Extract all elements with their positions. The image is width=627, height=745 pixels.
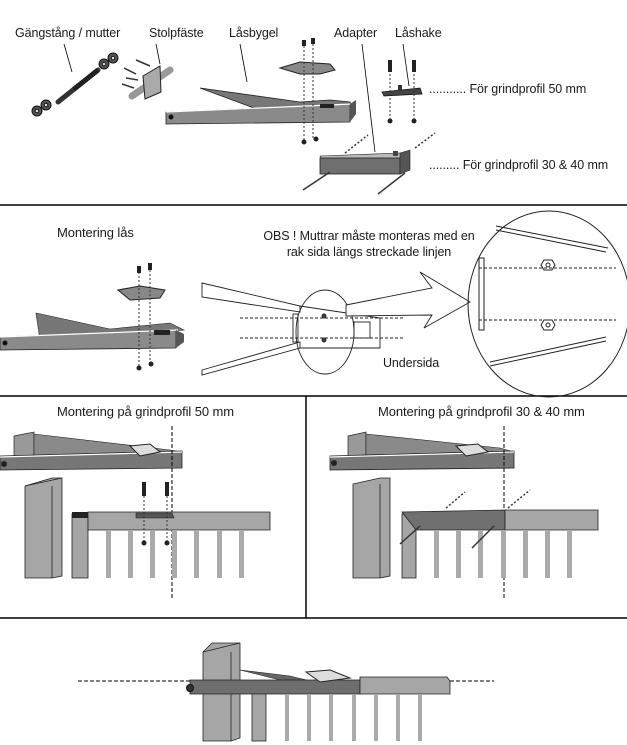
obs-line-1: OBS ! Muttrar måste monteras med en [263, 229, 475, 243]
nut-icon [31, 52, 119, 117]
label-underside: Undersida [383, 356, 440, 370]
leader-line [155, 43, 161, 65]
latch-plate [381, 87, 423, 97]
underside-view [201, 282, 405, 376]
adapter-tube [401, 509, 506, 531]
obs-note: OBS ! Muttrar måste monteras med en rak … [256, 228, 482, 260]
threaded-rod-part [31, 43, 119, 117]
mount-50mm-illustration [0, 426, 271, 598]
adapter-tube [319, 157, 401, 175]
obs-line-2: rak sida längs streckade linjen [286, 245, 452, 259]
zoom-arrow [345, 271, 471, 329]
label-profile-50: ........... För grindprofil 50 mm [429, 82, 587, 96]
leader-line [361, 43, 376, 153]
lock-mount-illustration [0, 263, 186, 371]
label-profile-30-40: ......... För grindprofil 30 & 40 mm [429, 158, 609, 172]
label-adapter: Adapter [334, 26, 378, 40]
leader-line [63, 43, 73, 73]
gate-post [352, 477, 391, 579]
label-latch: Låshake [395, 26, 442, 40]
mount-30-40mm-illustration [329, 426, 599, 598]
adapter-part [302, 43, 436, 195]
section-title-30-40mm: Montering på grindprofil 30 & 40 mm [378, 404, 585, 419]
gate-bars [106, 530, 244, 578]
leader-line [402, 43, 410, 87]
gate-post [24, 477, 63, 579]
latch-part [381, 43, 423, 124]
lock-bracket-part [165, 38, 356, 145]
rod-thread [72, 68, 100, 91]
label-threaded-rod: Gängstång / mutter [15, 26, 121, 40]
nut-icon [540, 259, 556, 271]
section-title-lock: Montering lås [57, 225, 134, 240]
label-post-bracket: Stolpfäste [149, 26, 204, 40]
label-lock-bracket: Låsbygel [229, 26, 279, 40]
post-bracket-part [121, 43, 174, 100]
bracket-plate [142, 65, 162, 100]
gate-profile [87, 511, 271, 531]
gate-profile [359, 676, 451, 695]
screw-icon [121, 59, 151, 89]
gate-profile [504, 509, 599, 531]
gate-bars [285, 694, 422, 741]
section-dividers [0, 204, 627, 619]
leader-line [239, 43, 248, 83]
lock-plate [278, 61, 336, 75]
nut-icon [540, 319, 556, 331]
screw-icon [303, 40, 314, 140]
final-assembly-illustration [78, 642, 494, 742]
section-title-50mm: Montering på grindprofil 50 mm [57, 404, 234, 419]
magnified-detail [467, 210, 627, 398]
gate-bars [434, 530, 572, 578]
